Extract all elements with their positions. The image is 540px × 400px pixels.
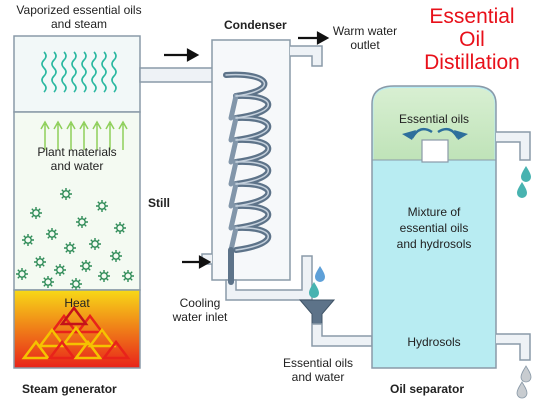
title-line-1: Essential	[429, 5, 515, 28]
still-label: Still	[148, 196, 171, 210]
still-vessel	[13, 35, 141, 369]
vaporized-label: Vaporized essential oils and steam	[0, 3, 158, 31]
condenser-coil	[223, 71, 272, 285]
plant-materials-label: Plant materials and water	[14, 145, 140, 173]
essential-oils-and-water-label-line-1: Essential oils	[282, 356, 354, 370]
hydrosol-output-drops	[516, 365, 532, 399]
warm-water-outlet-pipe	[290, 45, 323, 67]
oil-outlet-pipe	[496, 131, 531, 161]
oil-separator	[371, 85, 531, 369]
flames	[21, 305, 131, 360]
funnel	[298, 299, 336, 325]
oil-layer	[373, 88, 495, 160]
mixture-label-line-3: and hydrosols	[396, 237, 472, 251]
vaporized-label-line-2: and steam	[50, 17, 108, 31]
mixture-label-line-1: Mixture of	[407, 205, 461, 219]
flow-arrow-vapor	[164, 48, 200, 62]
warm-water-outlet-label-line-1: Warm water	[332, 24, 398, 38]
plant-materials-label-line-1: Plant materials	[37, 145, 117, 159]
heat-label: Heat	[64, 296, 90, 310]
cooling-water-inlet-label-line-1: Cooling	[179, 296, 221, 310]
cooling-water-inlet-label-line-2: water inlet	[172, 310, 228, 324]
essential-oils-and-water-label: Essential oils and water	[266, 356, 370, 384]
flow-arrow-warm-water	[298, 31, 330, 45]
warm-water-outlet-label: Warm water outlet	[326, 24, 404, 52]
essential-oils-and-water-label-line-2: and water	[291, 370, 345, 384]
vapor-chamber	[13, 35, 141, 113]
title-line-3: Distillation	[424, 51, 520, 74]
cooling-water-inlet-label: Cooling water inlet	[160, 296, 240, 324]
mixture-label: Mixture of essential oils and hydrosols	[374, 204, 494, 252]
vapor-waves	[41, 51, 117, 93]
condenser-label: Condenser	[224, 18, 287, 32]
title-line-2: Oil	[459, 28, 485, 51]
vaporized-label-line-1: Vaporized essential oils	[16, 3, 142, 17]
hydrosol-outlet-pipe	[496, 333, 531, 361]
steam-rising-arrows	[40, 120, 128, 150]
warm-water-outlet-label-line-2: outlet	[350, 38, 380, 52]
diagram-title: Essential Oil Distillation	[407, 5, 537, 74]
oil-output-drops	[517, 166, 531, 198]
distillate-outlet-pipe	[225, 255, 313, 301]
plant-chamber	[13, 111, 141, 291]
funnel-pipe	[311, 323, 373, 347]
hydrosols-label: Hydrosols	[407, 335, 461, 349]
oil-collection-cup	[421, 139, 449, 163]
oil-separator-label: Oil separator	[390, 382, 465, 396]
flow-arrow-cooling-water	[182, 255, 212, 269]
essential-oils-layer-label: Essential oils	[398, 112, 470, 126]
steam-generator-label: Steam generator	[22, 382, 117, 396]
mixture-label-line-2: essential oils	[399, 221, 469, 235]
plant-materials-label-line-2: and water	[50, 159, 104, 173]
